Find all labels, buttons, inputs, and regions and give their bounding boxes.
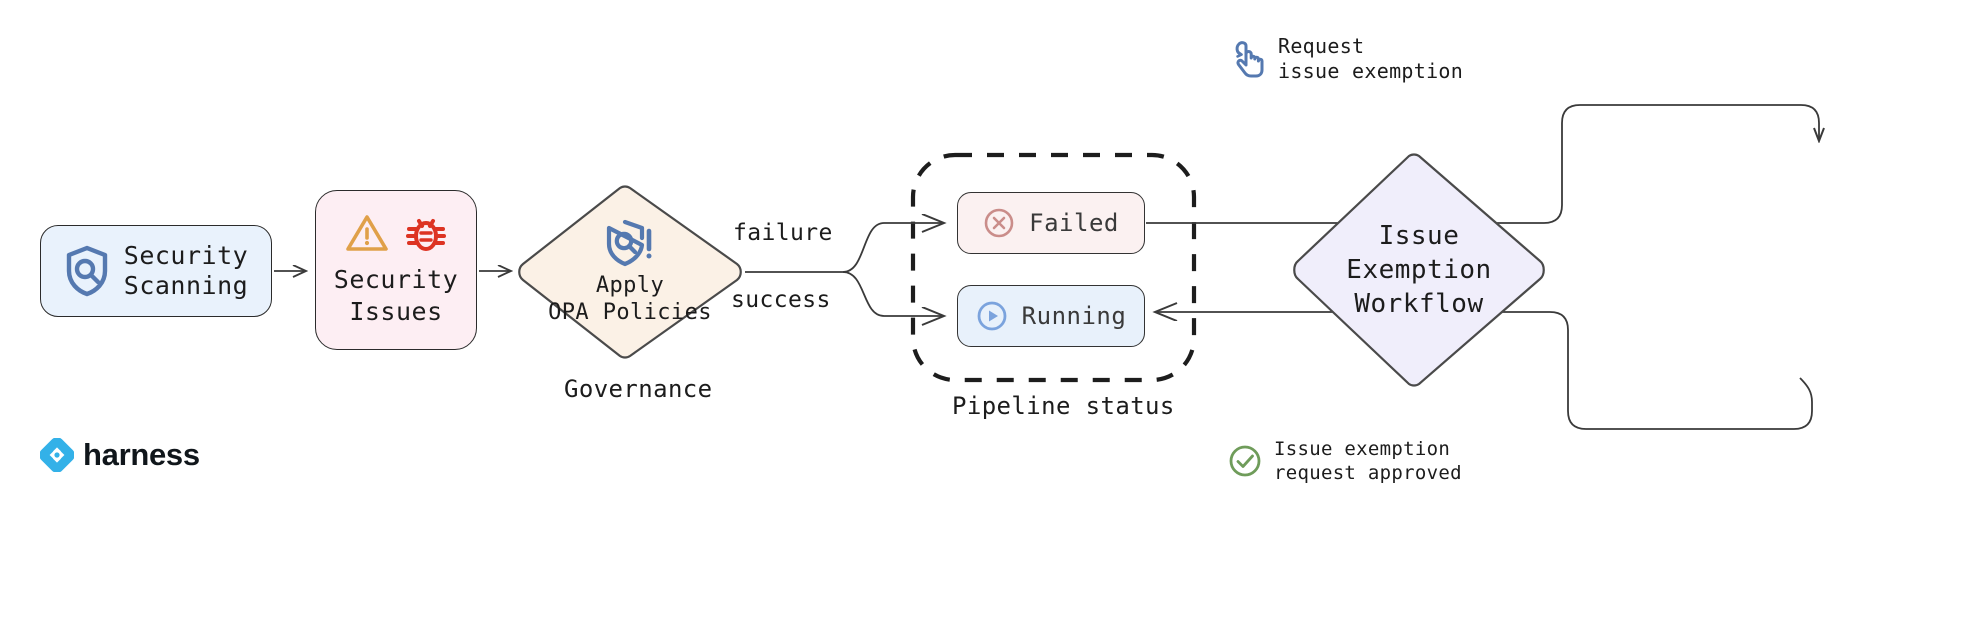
harness-branding: harness (40, 437, 200, 473)
node-status-failed-label: Failed (1029, 209, 1119, 237)
edge-exemption-to-running (1156, 312, 1813, 430)
node-status-running-label: Running (1021, 302, 1127, 330)
pipeline-status-group (910, 152, 1197, 383)
caption-pipeline-status: Pipeline status (952, 392, 1175, 420)
click-hand-icon (1232, 39, 1266, 79)
warning-triangle-icon (345, 213, 389, 253)
circle-x-icon (983, 207, 1015, 239)
caption-governance: Governance (564, 375, 713, 403)
edge-failed-to-exemption (1146, 104, 1819, 224)
circle-check-icon (1228, 444, 1262, 478)
node-status-running[interactable]: Running (957, 285, 1145, 347)
circle-play-icon (976, 300, 1008, 332)
edge-success-to-running (842, 271, 943, 316)
exemption-diamond-shape (1293, 153, 1545, 387)
governance-diamond-shape (518, 185, 742, 359)
harness-logo-icon (40, 438, 74, 472)
harness-wordmark: harness (83, 437, 200, 472)
node-status-failed[interactable]: Failed (957, 192, 1145, 254)
edge-label-failure: failure (733, 220, 833, 246)
shield-search-icon (64, 245, 110, 297)
edge-failure-to-failed (842, 223, 943, 273)
bug-icon (405, 212, 447, 254)
edge-label-success: success (731, 287, 831, 313)
security-issues-icon-group (345, 212, 447, 254)
